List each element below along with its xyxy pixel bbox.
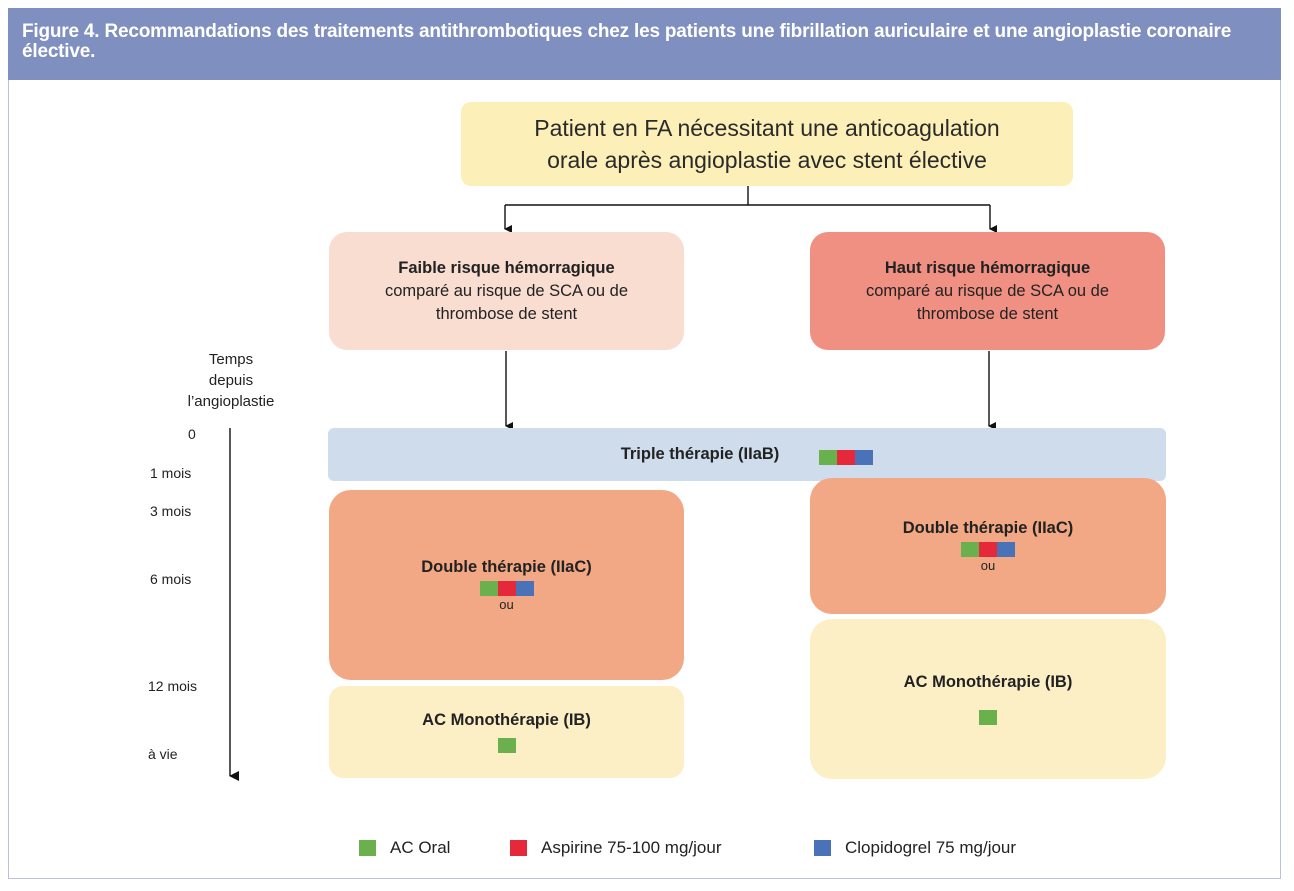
- ac-oral-square: [497, 738, 516, 753]
- mono-therapy-low-box: AC Monothérapie (IB): [329, 686, 684, 778]
- aspirine-square: [497, 580, 516, 596]
- triple-therapy-box: Triple thérapie (IIaB): [328, 428, 1166, 481]
- patient-line-1: Patient en FA nécessitant une anticoagul…: [534, 115, 1000, 141]
- mono-therapy-low-squares: [497, 738, 516, 753]
- mono-therapy-high-box: AC Monothérapie (IB): [810, 619, 1166, 779]
- ac-oral-square: [979, 710, 997, 725]
- timeline-tick-6-mois: 6 mois: [150, 571, 192, 587]
- timeline-tick-12-mois: 12 mois: [148, 678, 198, 694]
- mono-therapy-high-squares: [979, 710, 997, 725]
- legend-clopidogrel-square: [814, 840, 831, 856]
- double-therapy-low-label: Double thérapie (IIaC): [421, 557, 592, 576]
- double-therapy-low-squares: [479, 580, 534, 596]
- legend-ac-oral-label: AC Oral: [390, 838, 451, 857]
- timeline-tick-a-vie: à vie: [148, 746, 178, 762]
- ac-oral-square: [961, 541, 979, 557]
- legend-ac-oral-square: [359, 840, 376, 856]
- aspirine-square: [979, 541, 997, 557]
- patient-line-2: orale après angioplastie avec stent élec…: [547, 147, 987, 173]
- timeline-title-line-2: depuis: [208, 372, 254, 389]
- low-risk-line-1: comparé au risque de SCA ou de: [384, 281, 629, 300]
- timeline-tick-1-mois: 1 mois: [150, 465, 192, 481]
- timeline-title-line-3: l’angioplastie: [187, 393, 275, 410]
- ac-oral-square: [819, 450, 838, 465]
- legend-aspirine-label: Aspirine 75-100 mg/jour: [541, 838, 722, 857]
- high-risk-line-2: thrombose de stent: [916, 304, 1059, 323]
- timeline-title: Temps depuis l’angioplastie: [146, 349, 316, 412]
- double-therapy-high-box: Double thérapie (IIaC) ou: [810, 478, 1166, 614]
- triple-therapy-label: Triple thérapie (IIaB): [620, 445, 780, 463]
- double-therapy-high-squares: [961, 541, 1015, 557]
- legend-item-ac-oral: AC Oral: [359, 838, 450, 858]
- timeline-tick-3-mois: 3 mois: [150, 503, 192, 519]
- low-bleeding-risk-box: Faible risque hémorragique comparé au ri…: [329, 232, 684, 350]
- double-therapy-high-or: ou: [980, 557, 996, 573]
- figure-title: Figure 4. Recommandations des traitement…: [8, 8, 1281, 80]
- patient-box: Patient en FA nécessitant une anticoagul…: [461, 102, 1073, 186]
- legend-clopidogrel-label: Clopidogrel 75 mg/jour: [845, 838, 1017, 857]
- ac-oral-square: [479, 580, 498, 596]
- high-risk-line-1: comparé au risque de SCA ou de: [865, 281, 1110, 300]
- high-risk-title: Haut risque hémorragique: [884, 258, 1091, 277]
- timeline-tick-0: 0: [188, 426, 196, 442]
- branch-connector: [504, 186, 997, 233]
- mono-therapy-low-label: AC Monothérapie (IB): [422, 711, 591, 729]
- clopidogrel-square: [855, 450, 874, 465]
- double-therapy-low-or: ou: [499, 596, 514, 612]
- legend-item-aspirine: Aspirine 75-100 mg/jour: [510, 838, 721, 858]
- high-bleeding-risk-box: Haut risque hémorragique comparé au risq…: [810, 232, 1165, 350]
- aspirine-square: [837, 450, 856, 465]
- legend-aspirine-square: [510, 840, 527, 856]
- low-risk-line-2: thrombose de stent: [435, 304, 578, 323]
- mono-therapy-high-label: AC Monothérapie (IB): [903, 673, 1073, 691]
- risk-to-triple-arrows: [505, 351, 996, 430]
- clopidogrel-square: [997, 541, 1015, 557]
- timeline-title-line-1: Temps: [208, 351, 254, 368]
- legend-item-clopidogrel: Clopidogrel 75 mg/jour: [814, 838, 1016, 858]
- low-risk-title: Faible risque hémorragique: [398, 258, 615, 277]
- double-therapy-low-box: Double thérapie (IIaC) ou: [329, 490, 684, 680]
- triple-therapy-squares: [819, 450, 874, 465]
- double-therapy-high-label: Double thérapie (IIaC): [902, 518, 1074, 537]
- clopidogrel-square: [515, 580, 534, 596]
